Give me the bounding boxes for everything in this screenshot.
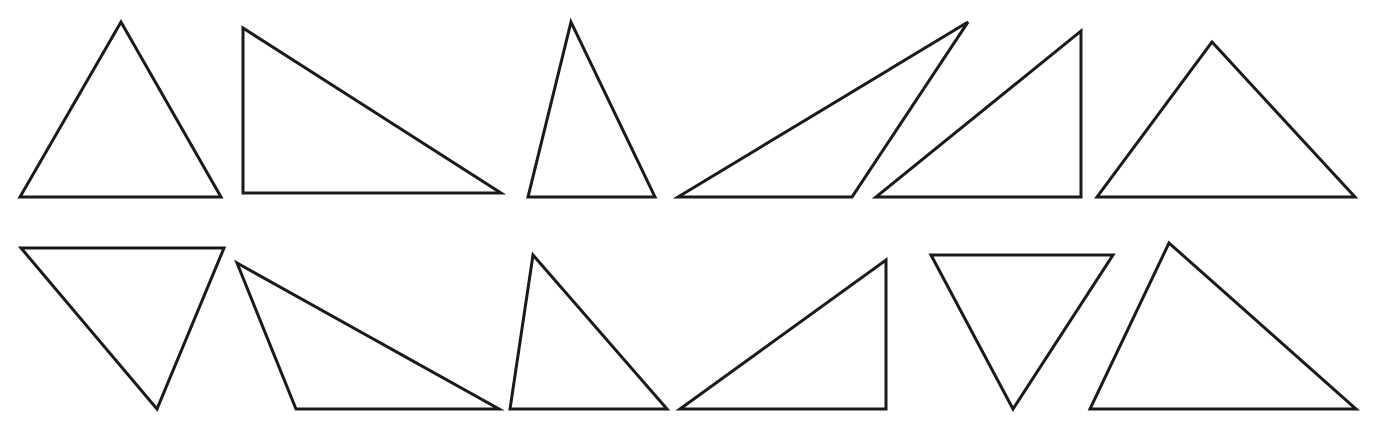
triangle-3: [526, 17, 658, 199]
triangle-6: [1094, 39, 1359, 199]
triangle-9: [508, 251, 671, 411]
triangle-8: [234, 259, 505, 411]
triangle-5: [871, 27, 1083, 199]
triangle-11: [928, 253, 1116, 412]
triangle-7: [17, 246, 227, 412]
triangle-12: [1087, 240, 1360, 411]
triangle-4: [672, 20, 970, 199]
triangle-2: [241, 25, 507, 195]
triangle-1: [17, 18, 224, 199]
triangles-group: [17, 17, 1360, 412]
triangle-10: [675, 257, 888, 411]
